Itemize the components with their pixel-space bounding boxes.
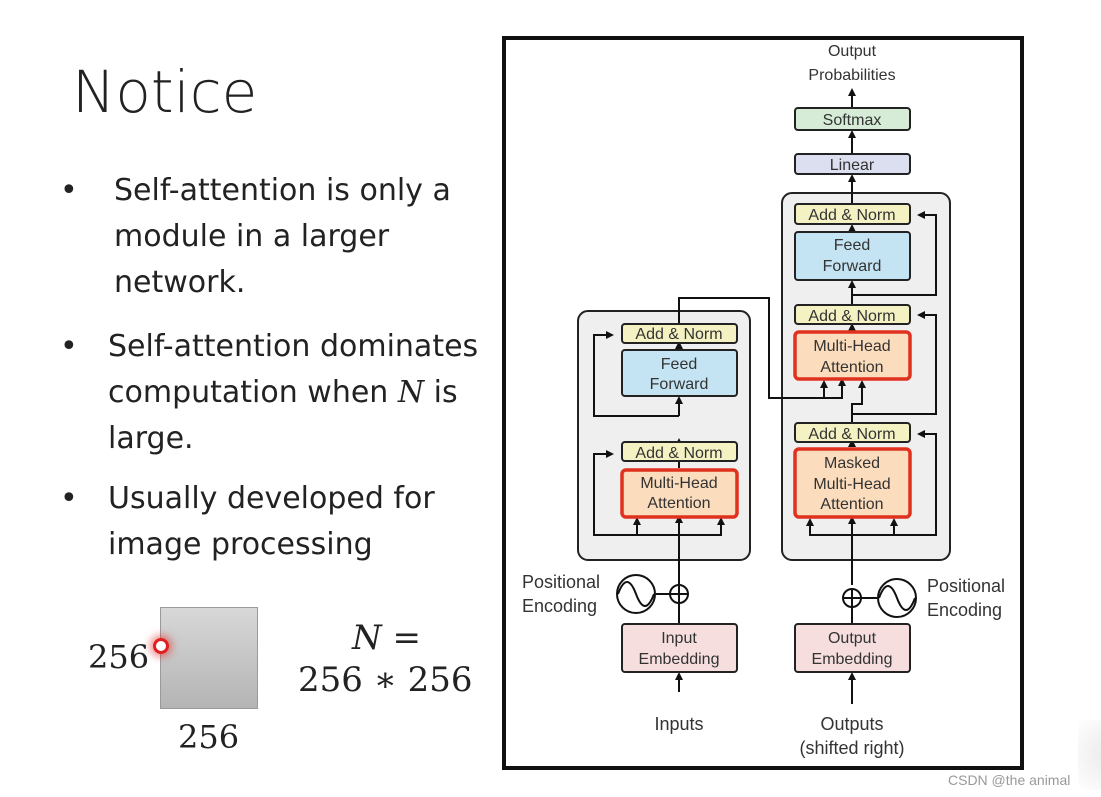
- decoder-masked-mha-label: Attention: [820, 496, 883, 513]
- decoder-add-norm-bottom: [794, 422, 911, 443]
- decoder-feed-forward-label: Forward: [823, 258, 882, 275]
- output-probabilities-label: Probabilities: [808, 67, 895, 84]
- encoder-connectors: [593, 297, 846, 692]
- input-embedding-box: [621, 623, 738, 673]
- slide-title: Notice: [72, 58, 258, 126]
- bullet-dot: •: [60, 481, 78, 516]
- decoder-masked-mha-label: Masked: [824, 455, 880, 472]
- inputs-label: Inputs: [654, 714, 703, 734]
- positional-encoding-left-label: Encoding: [522, 596, 597, 616]
- bullet-item: • Usually developed for image processing: [60, 476, 488, 568]
- encoder-feed-forward-label: Forward: [650, 376, 709, 393]
- encoder-plus-icon: [670, 585, 688, 603]
- output-embedding-box: [794, 623, 911, 673]
- softmax-label: Softmax: [823, 112, 882, 129]
- positional-encoding-left-label: Positional: [522, 572, 600, 592]
- bullet-text-part: Self-attention dominates computation whe…: [108, 329, 479, 410]
- transformer-diagram: Output Probabilities Softmax Linear Add …: [522, 43, 1005, 758]
- transformer-diagram-frame: Output Probabilities Softmax Linear Add …: [502, 36, 1024, 770]
- linear-box: [794, 153, 911, 175]
- encoder-multi-head-attention: [620, 468, 739, 519]
- bullet-text: Self-attention is only a module in a lar…: [114, 173, 451, 300]
- decoder-masked-mha-label: Multi-Head: [813, 476, 890, 493]
- image-width-label: 256: [178, 718, 240, 756]
- bullet-dot: •: [60, 173, 78, 208]
- encoder-feed-forward-label: Feed: [661, 356, 697, 373]
- encoder-mha-label: Multi-Head: [640, 475, 717, 492]
- decoder-plus-icon: [843, 589, 861, 607]
- decoder-multi-head-attention: [793, 330, 912, 381]
- bullet-item: • Self-attention dominates computation w…: [60, 324, 498, 462]
- output-embedding-label: Output: [828, 630, 877, 647]
- equation-line-2: 256 ∗ 256: [298, 660, 473, 700]
- encoder-feed-forward: [621, 349, 738, 397]
- encoder-add-norm-bottom-label: Add & Norm: [635, 445, 722, 462]
- encoder-add-norm-top-label: Add & Norm: [635, 326, 722, 343]
- watermark: CSDN @the animal: [948, 772, 1071, 788]
- sine-wave-path: [878, 585, 916, 611]
- decoder-mha-label: Attention: [820, 359, 883, 376]
- input-embedding-label: Input: [661, 630, 697, 647]
- bullet-text: Self-attention dominates computation whe…: [108, 324, 498, 462]
- math-variable: N: [397, 375, 425, 410]
- decoder-masked-multi-head-attention: [793, 447, 912, 519]
- decoder-add-norm-top: [794, 203, 911, 225]
- decoder-add-norm-mid: [794, 304, 911, 325]
- softmax-box: [794, 107, 911, 131]
- positional-encoding-right-label: Encoding: [927, 600, 1002, 620]
- output-embedding-label: Embedding: [812, 651, 893, 668]
- equation-line-1: N =: [352, 618, 422, 658]
- positional-encoding-right-label: Positional: [927, 576, 1005, 596]
- image-square: [160, 607, 258, 709]
- decoder-connectors: [806, 88, 937, 704]
- decoder-add-norm-top-label: Add & Norm: [808, 207, 895, 224]
- encoder-add-norm-bottom: [621, 441, 738, 462]
- outputs-label: (shifted right): [799, 738, 904, 758]
- edge-glow: [1078, 720, 1101, 790]
- bullet-item: • Self-attention is only a module in a l…: [60, 168, 494, 306]
- decoder-mha-label: Multi-Head: [813, 338, 890, 355]
- bullet-text: Usually developed for image processing: [108, 481, 435, 562]
- sine-wave-path: [617, 581, 655, 607]
- outputs-label: Outputs: [820, 714, 883, 734]
- encoder-stack: [577, 310, 751, 561]
- bullet-text-part: is large.: [108, 375, 458, 456]
- linear-label: Linear: [830, 157, 875, 174]
- output-probabilities-label: Output: [828, 43, 877, 60]
- bullet-dot: •: [60, 329, 78, 364]
- decoder-add-norm-bottom-label: Add & Norm: [808, 426, 895, 443]
- decoder-feed-forward-label: Feed: [834, 237, 870, 254]
- encoder-mha-label: Attention: [647, 495, 710, 512]
- decoder-feed-forward: [794, 231, 911, 281]
- pixel-marker: [153, 638, 169, 654]
- input-embedding-label: Embedding: [639, 651, 720, 668]
- decoder-add-norm-mid-label: Add & Norm: [808, 308, 895, 325]
- image-height-label: 256: [88, 638, 150, 676]
- encoder-add-norm-top: [621, 323, 738, 344]
